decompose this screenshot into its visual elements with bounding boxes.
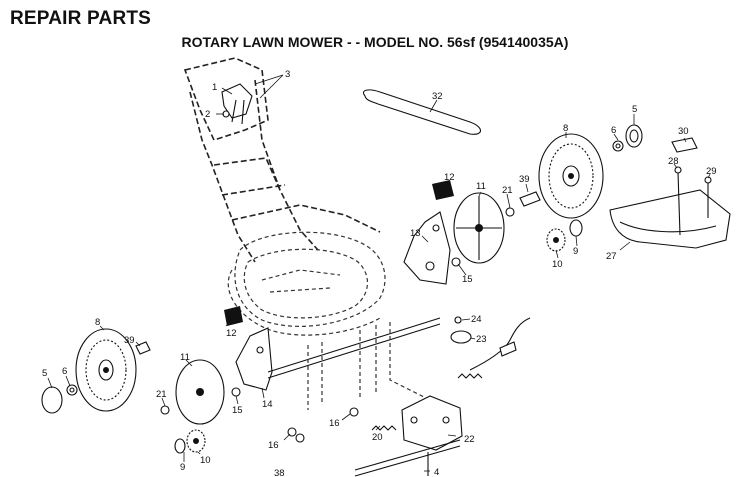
cover-clip-right bbox=[432, 180, 454, 200]
mower-outline-ghost bbox=[183, 57, 386, 336]
hubcap-right bbox=[625, 124, 643, 148]
callout-11-upper: 11 bbox=[476, 181, 486, 192]
shaft-bottom bbox=[354, 439, 461, 477]
nut-15-left bbox=[231, 387, 241, 397]
callout-39-lower: 39 bbox=[124, 335, 135, 346]
transmission-housing bbox=[401, 395, 463, 451]
page-title: REPAIR PARTS bbox=[10, 8, 152, 29]
nut-16a bbox=[287, 427, 305, 443]
pivot-bracket-right bbox=[403, 211, 451, 285]
callout-2: 2 bbox=[205, 109, 210, 120]
handle-bracket-assembly bbox=[221, 83, 253, 125]
drive-disc-right bbox=[453, 192, 505, 264]
washer-left bbox=[160, 405, 170, 415]
retainer-left bbox=[174, 438, 186, 454]
callout-14: 14 bbox=[262, 399, 273, 410]
callout-29: 29 bbox=[706, 166, 717, 177]
callout-6-lower: 6 bbox=[62, 366, 67, 377]
callout-12-lower: 12 bbox=[226, 328, 237, 339]
pinion-gear-left bbox=[186, 429, 206, 453]
callout-12-upper: 12 bbox=[444, 172, 455, 183]
dashed-linkages bbox=[307, 322, 431, 410]
spacer-right bbox=[519, 191, 541, 207]
callout-8-lower: 8 bbox=[95, 317, 100, 328]
rear-wheel-right bbox=[538, 133, 604, 219]
callout-8-upper: 8 bbox=[563, 123, 568, 134]
nut-16b bbox=[349, 407, 359, 417]
washer-right bbox=[505, 207, 515, 217]
callout-16-mid: 16 bbox=[329, 418, 340, 429]
cover-clip-left bbox=[224, 306, 243, 326]
spring-upper bbox=[457, 373, 483, 379]
callout-32: 32 bbox=[432, 91, 443, 102]
callout-10-lower: 10 bbox=[200, 455, 211, 466]
callout-4: 4 bbox=[434, 467, 439, 477]
callout-9-upper: 9 bbox=[573, 246, 578, 257]
label-decal bbox=[671, 137, 698, 153]
callout-23: 23 bbox=[476, 334, 487, 345]
callout-10-upper: 10 bbox=[552, 259, 563, 270]
hubcap-left bbox=[41, 386, 63, 414]
callout-21-upper: 21 bbox=[502, 185, 513, 196]
callout-28: 28 bbox=[668, 156, 679, 167]
rear-skirt bbox=[609, 189, 731, 249]
callout-6-upper: 6 bbox=[611, 125, 616, 136]
callout-39-upper: 39 bbox=[519, 174, 530, 185]
diagram-subtitle: ROTARY LAWN MOWER - - MODEL NO. 56sf (95… bbox=[181, 34, 569, 50]
callout-22: 22 bbox=[464, 434, 475, 445]
callout-5-upper: 5 bbox=[632, 104, 637, 115]
front-wheel-left bbox=[75, 328, 137, 412]
skirt-screw-2 bbox=[704, 176, 712, 218]
callout-16-left: 16 bbox=[268, 440, 279, 451]
callout-13: 13 bbox=[410, 228, 421, 239]
callout-20: 20 bbox=[372, 432, 383, 443]
callout-15-lower: 15 bbox=[232, 405, 243, 416]
pivot-bracket-left bbox=[235, 327, 273, 391]
drive-belt bbox=[362, 89, 482, 135]
skirt-screw bbox=[674, 166, 682, 236]
nut-left bbox=[66, 384, 78, 396]
callout-11-lower: 11 bbox=[180, 352, 190, 363]
callout-27: 27 bbox=[606, 251, 617, 262]
drive-axle bbox=[267, 317, 441, 379]
callout-5-lower: 5 bbox=[42, 368, 47, 379]
drive-disc-left bbox=[175, 359, 225, 425]
callout-30: 30 bbox=[678, 126, 689, 137]
callout-9-lower: 9 bbox=[180, 462, 185, 473]
cable bbox=[469, 317, 531, 371]
callout-15-upper: 15 bbox=[462, 274, 473, 285]
leader-lines bbox=[47, 74, 711, 472]
spring-20 bbox=[371, 425, 397, 431]
callout-3: 3 bbox=[285, 69, 290, 80]
callout-24: 24 bbox=[471, 314, 482, 325]
callout-1: 1 bbox=[212, 82, 217, 93]
pinion-gear-right bbox=[546, 228, 566, 252]
callout-21-lower: 21 bbox=[156, 389, 167, 400]
callout-38: 38 bbox=[274, 468, 285, 477]
nut-24 bbox=[454, 316, 462, 324]
nut-right bbox=[612, 140, 624, 152]
retainer-right bbox=[569, 219, 583, 237]
